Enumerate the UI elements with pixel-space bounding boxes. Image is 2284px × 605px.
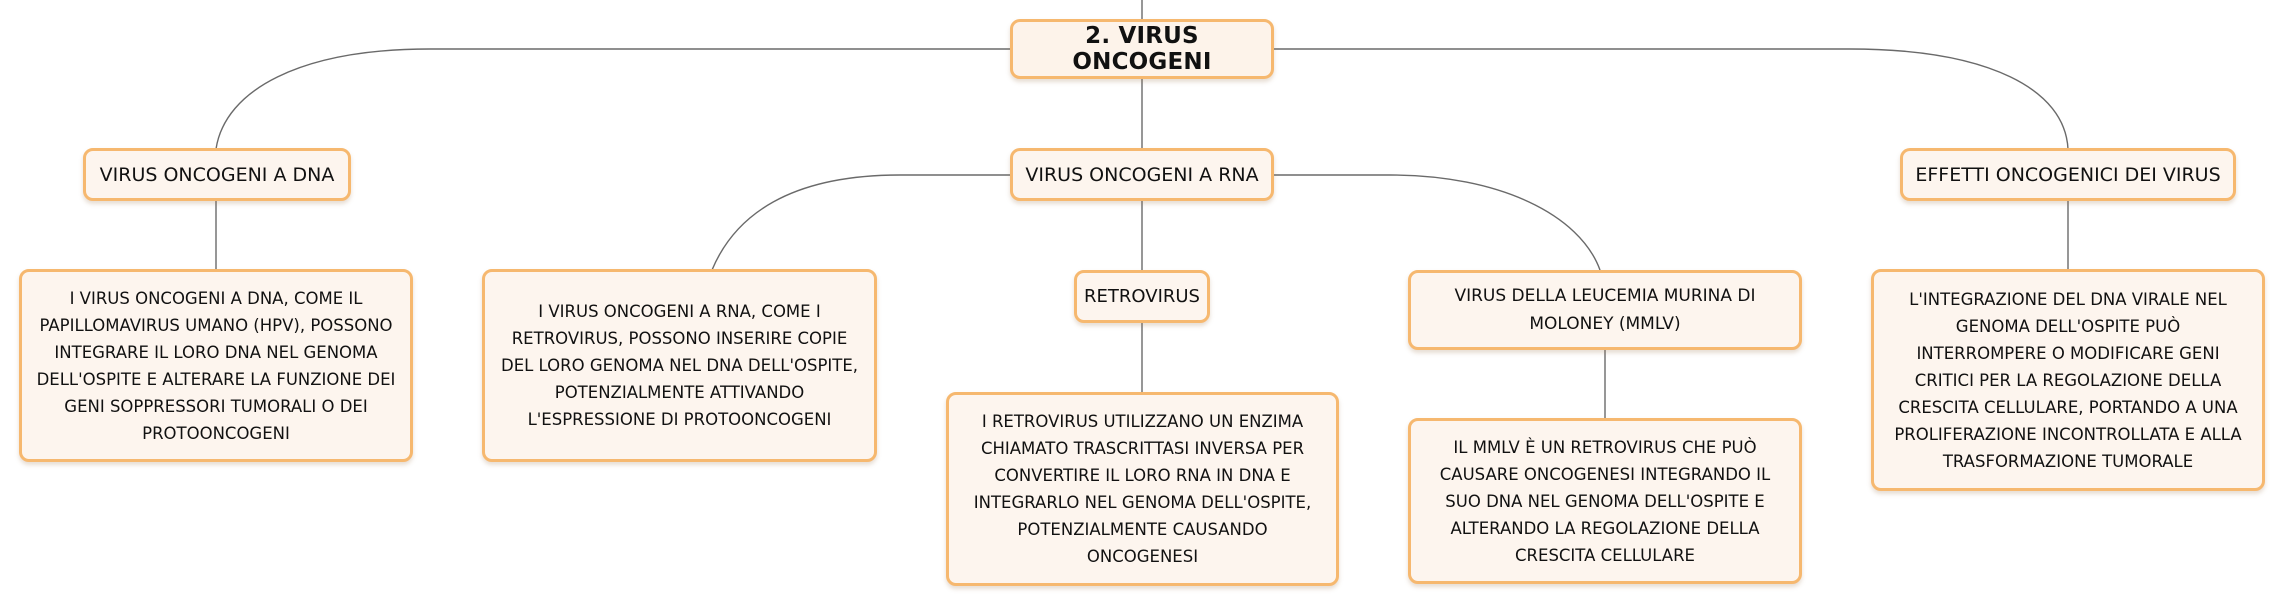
effects-detail[interactable]: L'INTEGRAZIONE DEL DNA VIRALE NEL GENOMA… xyxy=(1871,269,2265,491)
retrovirus-node[interactable]: RETROVIRUS xyxy=(1074,270,1210,323)
rna-detail[interactable]: I VIRUS ONCOGENI A RNA, COME I RETROVIRU… xyxy=(482,269,877,462)
retrovirus-label: RETROVIRUS xyxy=(1084,286,1200,307)
rna-detail-text: I VIRUS ONCOGENI A RNA, COME I RETROVIRU… xyxy=(500,302,859,429)
connector-rna-to-mmlv xyxy=(1274,174,1601,271)
root-topic[interactable]: 2. VIRUS ONCOGENI xyxy=(1010,19,1274,79)
retrovirus-detail-text: I RETROVIRUS UTILIZZANO UN ENZIMA CHIAMA… xyxy=(973,412,1312,566)
root-topic-label: 2. VIRUS ONCOGENI xyxy=(1072,23,1212,75)
connector-root-to-effects xyxy=(1274,48,2069,150)
dna-detail[interactable]: I VIRUS ONCOGENI A DNA, COME IL PAPILLOM… xyxy=(19,269,413,462)
mmlv-node[interactable]: VIRUS DELLA LEUCEMIA MURINA DI MOLONEY (… xyxy=(1408,270,1802,350)
connector-root-to-dna xyxy=(215,48,1010,150)
branch-dna[interactable]: VIRUS ONCOGENI A DNA xyxy=(83,148,351,201)
mmlv-label: VIRUS DELLA LEUCEMIA MURINA DI MOLONEY (… xyxy=(1454,286,1756,334)
connector-rna-to-detail xyxy=(711,174,1010,271)
retrovirus-detail[interactable]: I RETROVIRUS UTILIZZANO UN ENZIMA CHIAMA… xyxy=(946,392,1339,586)
branch-effects-label: EFFETTI ONCOGENICI DEI VIRUS xyxy=(1915,163,2221,186)
branch-effects[interactable]: EFFETTI ONCOGENICI DEI VIRUS xyxy=(1900,148,2236,201)
dna-detail-text: I VIRUS ONCOGENI A DNA, COME IL PAPILLOM… xyxy=(36,288,396,443)
branch-rna[interactable]: VIRUS ONCOGENI A RNA xyxy=(1010,148,1274,201)
mmlv-detail-text: IL MMLV È UN RETROVIRUS CHE PUÒ CAUSARE … xyxy=(1439,437,1771,565)
branch-rna-label: VIRUS ONCOGENI A RNA xyxy=(1025,163,1259,186)
branch-dna-label: VIRUS ONCOGENI A DNA xyxy=(99,163,335,186)
mmlv-detail[interactable]: IL MMLV È UN RETROVIRUS CHE PUÒ CAUSARE … xyxy=(1408,418,1802,584)
effects-detail-text: L'INTEGRAZIONE DEL DNA VIRALE NEL GENOMA… xyxy=(1894,289,2242,471)
